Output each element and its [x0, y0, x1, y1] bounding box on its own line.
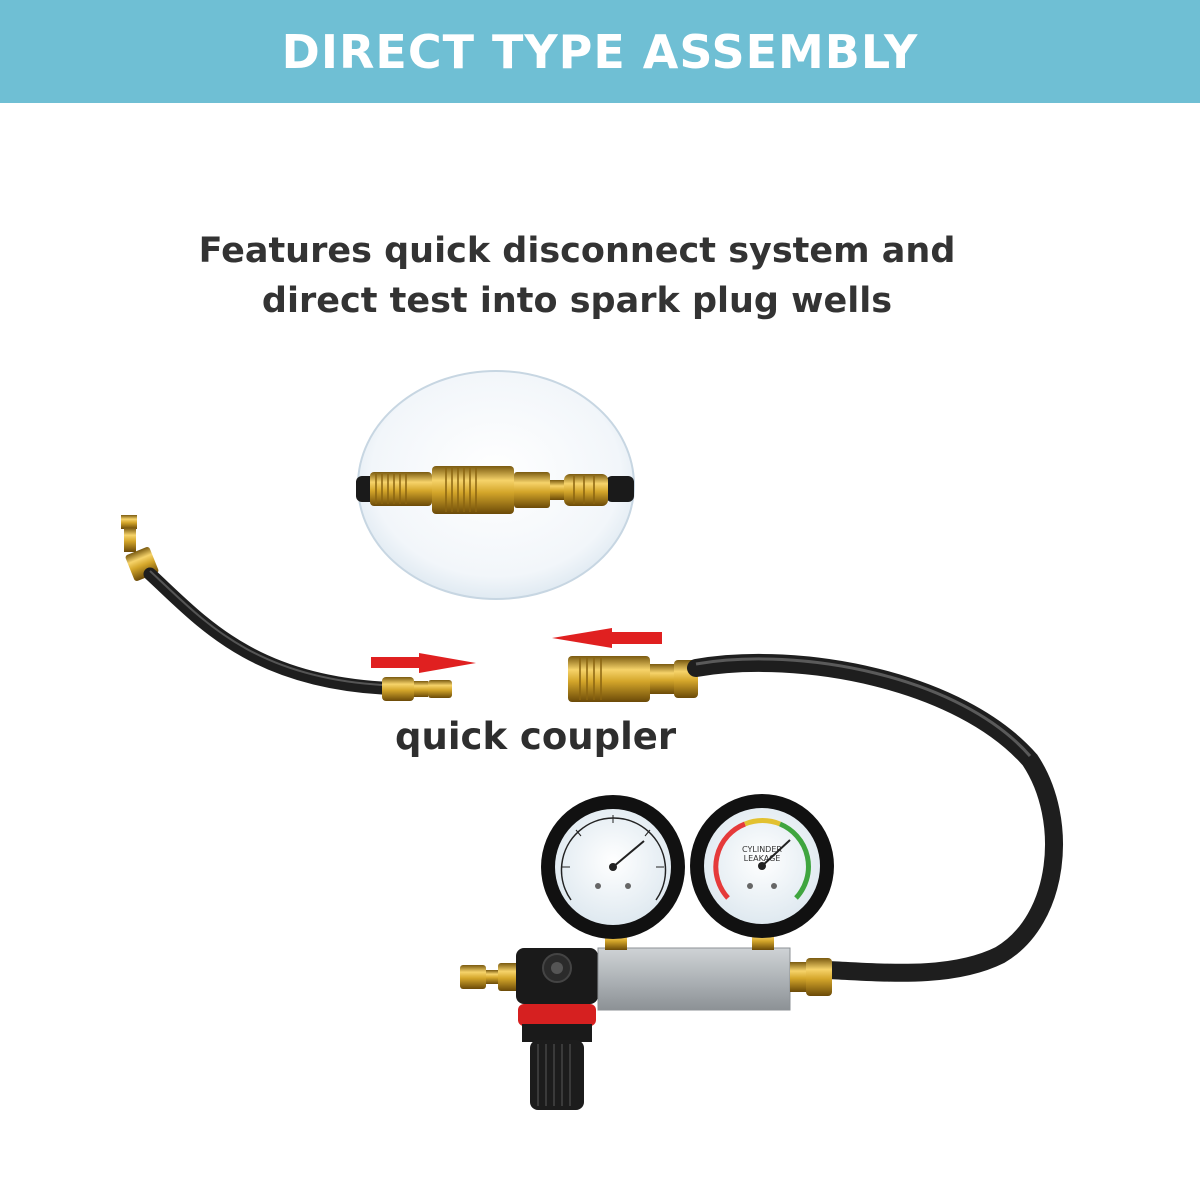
leakage-label-line-1: CYLINDER — [742, 845, 782, 854]
leakage-gauge: CYLINDER LEAKAGE — [690, 794, 834, 938]
header-banner: DIRECT TYPE ASSEMBLY — [0, 0, 1200, 103]
arrow-left-icon — [552, 628, 662, 648]
pressure-gauge — [541, 795, 685, 939]
description-line-1: Features quick disconnect system and — [198, 231, 956, 271]
leakage-label-line-2: LEAKAGE — [744, 854, 781, 863]
quick-coupler-label: quick coupler — [395, 715, 677, 758]
arrow-right-icon — [371, 653, 476, 673]
gauge-hose — [568, 653, 1063, 982]
tester-manifold — [460, 930, 832, 1110]
page-title: DIRECT TYPE ASSEMBLY — [281, 24, 919, 79]
coupler-closeup — [356, 370, 635, 600]
description-line-2: direct test into spark plug wells — [261, 281, 893, 321]
feature-description: Features quick disconnect system and dir… — [0, 226, 1200, 326]
adapter-hose — [121, 515, 452, 701]
